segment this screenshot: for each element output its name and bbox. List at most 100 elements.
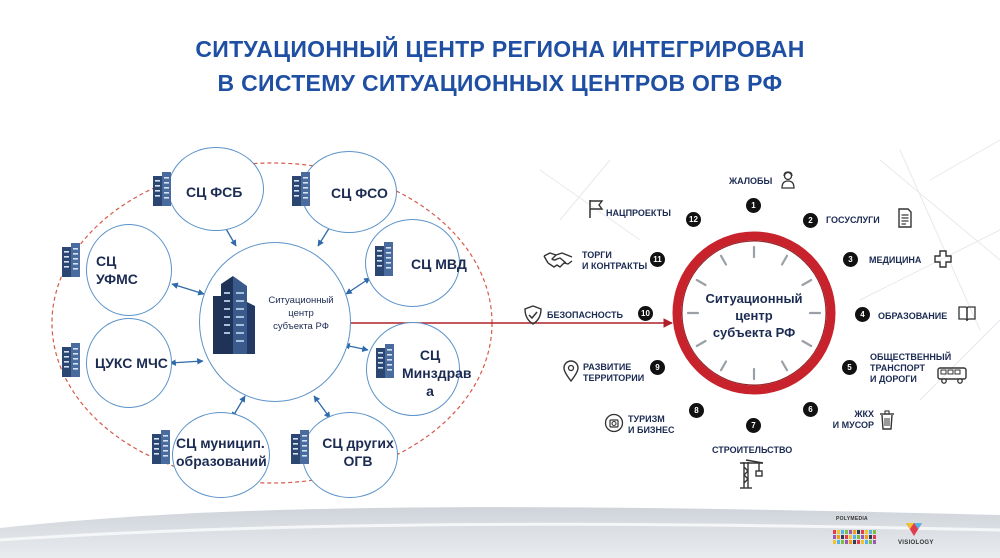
item-7-label-line: СТРОИТЕЛЬСТВО [712,445,793,455]
logo-cell [861,540,864,544]
clock-ring [672,231,836,395]
regional-center-label-line: субъекта РФ [273,321,329,332]
item-8-badge: 8 [689,403,704,418]
item-3-badge: 3 [843,252,858,267]
item-9-label: РАЗВИТИЕ ТЕРРИТОРИИ [583,362,644,384]
logo-cell [865,530,868,534]
logo-cell [849,540,852,544]
item-2-badge: 2 [803,213,818,228]
item-5-label: ОБЩЕСТВЕННЫЙ ТРАНСПОРТ И ДОРОГИ [870,352,951,385]
logo-cell [845,530,848,534]
item-1-label: ЖАЛОБЫ [729,176,772,187]
building-icon [153,172,171,206]
logo-cell [869,530,872,534]
building-icon [375,242,393,276]
node-ufms-label-line: СЦ [96,253,117,269]
item-5-label-line: ТРАНСПОРТ [870,363,926,373]
crane-icon [740,459,764,489]
logo-cell [853,540,856,544]
shield-check-icon [524,305,542,325]
item-6-badge: 6 [803,402,818,417]
node-ufms-bubble [86,224,172,316]
book-icon [958,306,976,321]
node-municip-label: СЦ муницип. образований [176,434,267,470]
clock-tick [719,360,728,372]
logo-cell [861,535,864,539]
arrow-tsuks [169,358,204,366]
tourism-icon [604,413,624,433]
flag-icon [589,200,604,218]
operator-icon [781,171,795,189]
logo-cell [869,540,872,544]
building-icon [376,344,394,378]
regional-center-label-line: центр [288,308,314,319]
logo-cell [849,530,852,534]
logo-cell [833,540,836,544]
document-icon [898,208,912,228]
building-icon [291,430,309,464]
polymedia-logo-text: POLYMEDIA [836,516,868,522]
building-icon [62,243,80,277]
item-11-label-line: И КОНТРАКТЫ [582,261,648,271]
building-icon [152,430,170,464]
handshake-icon [543,252,573,268]
item-9-label-line: РАЗВИТИЕ [583,362,632,372]
logo-cell [853,535,856,539]
clock-tick [801,339,813,348]
item-11-label-line: ТОРГИ [582,250,612,260]
node-other-label-line: ОГВ [343,453,373,469]
item-9-label-line: ТЕРРИТОРИИ [583,373,645,383]
clock-tick [695,278,707,287]
skyscraper-icon [213,276,255,354]
item-7-label: СТРОИТЕЛЬСТВО [712,445,792,456]
item-8-label: ТУРИЗМ И БИЗНЕС [628,414,675,436]
logo-cell [841,530,844,534]
logo-cell [849,535,852,539]
item-5-badge: 5 [842,360,857,375]
item-6-label-line: И МУСОР [832,420,874,430]
bottom-wave-decor [0,507,1000,558]
logo-cell [857,535,860,539]
clock-tick [780,360,789,372]
logo-cell [873,535,876,539]
item-11-badge: 11 [650,252,665,267]
node-other-label: СЦ других ОГВ [322,434,394,470]
item-1-label-line: ЖАЛОБЫ [729,176,773,186]
node-other-bubble [302,412,398,498]
clock-tick [780,254,789,266]
item-8-label-line: И БИЗНЕС [628,425,675,435]
node-mvd-label-line: СЦ МВД [411,256,467,272]
node-fsb-label-line: СЦ ФСБ [186,184,243,200]
logo-cell [841,535,844,539]
visiology-logo-icon [906,523,922,536]
item-5-label-line: И ДОРОГИ [870,374,917,384]
logo-cell [841,540,844,544]
visiology-logo-text: VISIOLOGY [898,540,934,546]
node-tsuks-label: ЦУКС МЧС [95,354,168,372]
node-minzdrav-label-line: а [426,383,434,399]
item-6-label-line: ЖКХ [854,409,874,419]
item-10-label: БЕЗОПАСНОСТЬ [547,310,623,321]
item-10-badge: 10 [638,306,653,321]
clock-center-label: Ситуационный центр субъекта РФ [694,290,814,341]
clock-center-label-line: центр [735,308,773,323]
logo-cell [845,535,848,539]
building-icon [292,172,310,206]
item-12-label: НАЦПРОЕКТЫ [606,208,671,219]
logo-cell [865,535,868,539]
item-7-badge: 7 [746,418,761,433]
node-minzdrav-label: СЦ Минздрав а [402,346,472,400]
item-2-label: ГОСУСЛУГИ [826,215,880,226]
logo-cell [865,540,868,544]
logo-cell [873,530,876,534]
node-fso-bubble [301,151,397,233]
logo-cell [837,530,840,534]
trash-icon [880,410,894,430]
node-tsuks-bubble [86,318,172,408]
item-4-label-line: ОБРАЗОВАНИЕ [878,311,948,321]
clock-center-label-line: субъекта РФ [712,325,796,340]
arrow-ufms [171,282,205,296]
